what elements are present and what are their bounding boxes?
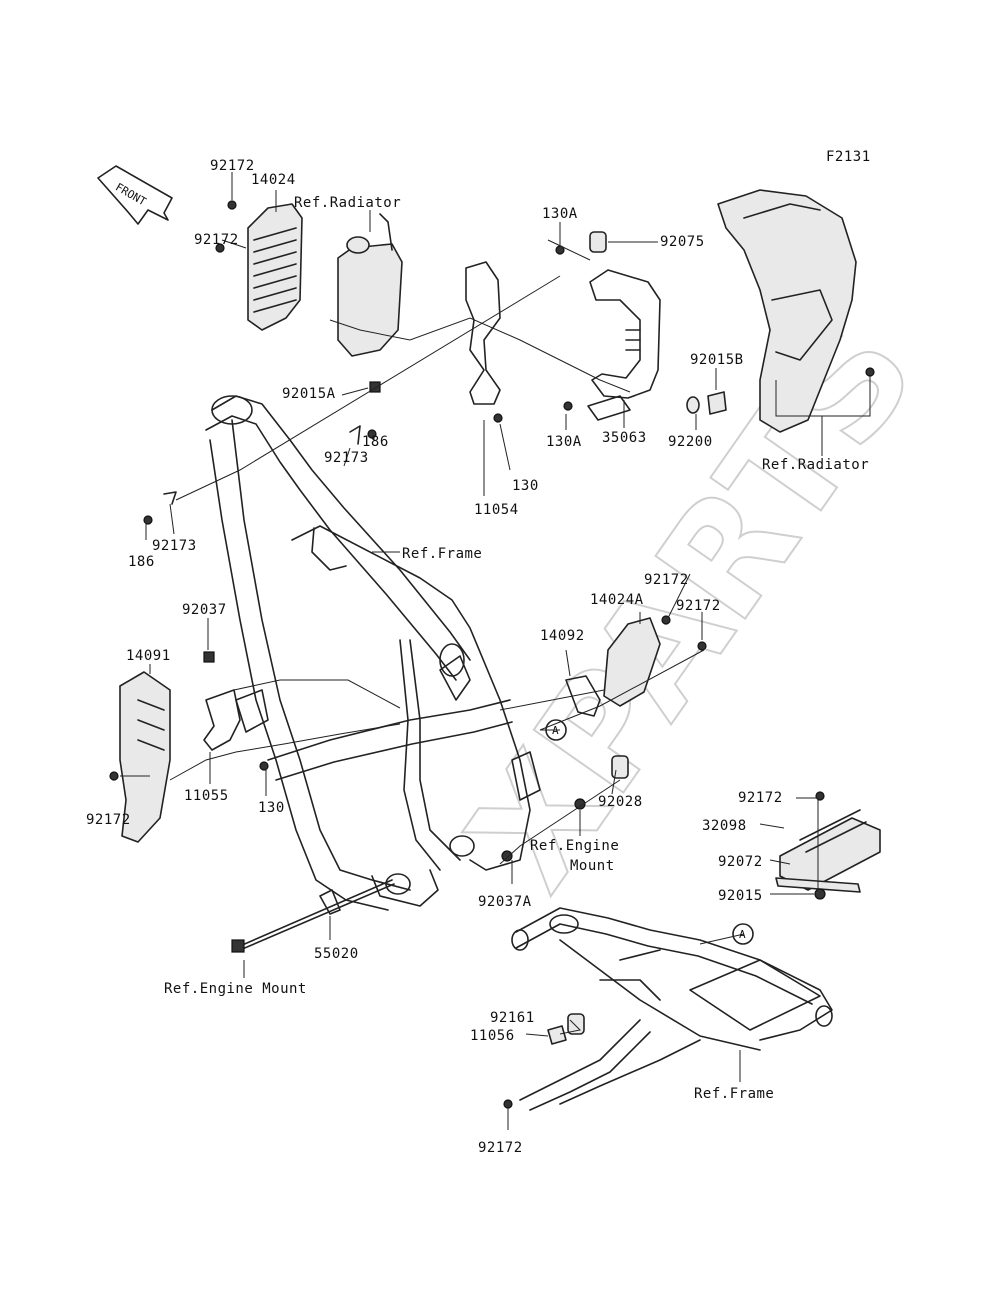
label-14091: 14091 — [126, 648, 171, 664]
label-92172: 92172 — [644, 572, 689, 588]
nut-icon — [501, 850, 513, 862]
label-92161: 92161 — [490, 1010, 535, 1026]
label-11054: 11054 — [474, 502, 519, 518]
clamp-92173 — [349, 425, 361, 445]
label-11055: 11055 — [184, 788, 229, 804]
nut-92037 — [203, 651, 215, 663]
label-ref-radiator: Ref.Radiator — [762, 457, 869, 473]
svg-text:A: A — [739, 928, 746, 941]
damper-11056 — [547, 1025, 567, 1045]
label-92015: 92015 — [718, 888, 763, 904]
label-92172: 92172 — [478, 1140, 523, 1156]
bolt-icon — [109, 771, 119, 781]
reference-a-marker: A — [732, 923, 754, 945]
long-bolt — [231, 879, 395, 953]
label-186: 186 — [362, 434, 389, 450]
reserve-tank — [337, 213, 403, 393]
guard-14091 — [119, 671, 171, 843]
bolt-icon — [215, 243, 225, 253]
label-92015B: 92015B — [690, 352, 744, 368]
nut-icon — [814, 888, 826, 900]
bolt-icon — [815, 791, 825, 801]
front-label: FRONT — [113, 181, 149, 209]
collar-92015B — [707, 391, 727, 415]
clamp-92173 — [163, 491, 177, 505]
nut-icon — [574, 798, 586, 810]
label-92172: 92172 — [210, 158, 255, 174]
label-130A: 130A — [546, 434, 582, 450]
label-92172: 92172 — [86, 812, 131, 828]
guard-14024A — [603, 617, 661, 707]
grommet-92200 — [686, 396, 700, 414]
label-ref-frame: Ref.Frame — [402, 546, 482, 562]
main-frame — [205, 395, 541, 911]
label-92037: 92037 — [182, 602, 227, 618]
label-14024A: 14024A — [590, 592, 644, 608]
diagram-code: F2131 — [826, 149, 871, 165]
label-92172: 92172 — [738, 790, 783, 806]
label-130A: 130A — [542, 206, 578, 222]
collar-92161 — [567, 1013, 585, 1035]
bracket-11054 — [465, 261, 503, 423]
front-arrow-icon: FRONT — [97, 165, 173, 225]
label-186: 186 — [128, 554, 155, 570]
label-ref-engine-mount: Mount — [570, 858, 615, 874]
bracket-14092 — [565, 675, 601, 717]
sub-frame — [511, 907, 833, 1111]
radiator-shroud-left — [247, 203, 303, 331]
bolt-icon — [227, 200, 237, 210]
bolt-icon — [865, 367, 875, 377]
label-11056: 11056 — [470, 1028, 515, 1044]
label-14092: 14092 — [540, 628, 585, 644]
label-92037A: 92037A — [478, 894, 532, 910]
label-92173: 92173 — [324, 450, 369, 466]
collar-92075 — [589, 231, 607, 253]
label-ref-engine-mount: Ref.Engine — [530, 838, 619, 854]
battery-case — [779, 809, 881, 891]
leader-lines — [120, 172, 871, 1130]
bolt-icon — [697, 641, 707, 651]
radiator-shroud-right — [717, 189, 857, 433]
label-92028: 92028 — [598, 794, 643, 810]
label-92072: 92072 — [718, 854, 763, 870]
bracket-11055 — [203, 689, 269, 751]
bracket-35063 — [587, 269, 661, 421]
label-130: 130 — [512, 478, 539, 494]
bolt-icon — [259, 761, 269, 771]
label-92173: 92173 — [152, 538, 197, 554]
label-92172: 92172 — [676, 598, 721, 614]
reference-a-marker: A — [545, 719, 567, 741]
label-55020: 55020 — [314, 946, 359, 962]
label-ref-frame: Ref.Frame — [694, 1086, 774, 1102]
bolt-icon — [143, 515, 153, 525]
bolt-icon — [503, 1099, 513, 1109]
collar-92028 — [611, 755, 629, 779]
svg-text:A: A — [552, 724, 559, 737]
label-ref-radiator: Ref.Radiator — [294, 195, 401, 211]
label-32098: 32098 — [702, 818, 747, 834]
label-92200: 92200 — [668, 434, 713, 450]
label-92075: 92075 — [660, 234, 705, 250]
label-92172: 92172 — [194, 232, 239, 248]
label-92015A: 92015A — [282, 386, 336, 402]
bolt-icon — [563, 401, 573, 411]
label-14024: 14024 — [251, 172, 296, 188]
label-130: 130 — [258, 800, 285, 816]
label-ref-engine-mount: Ref.Engine Mount — [164, 981, 307, 997]
label-35063: 35063 — [602, 430, 647, 446]
